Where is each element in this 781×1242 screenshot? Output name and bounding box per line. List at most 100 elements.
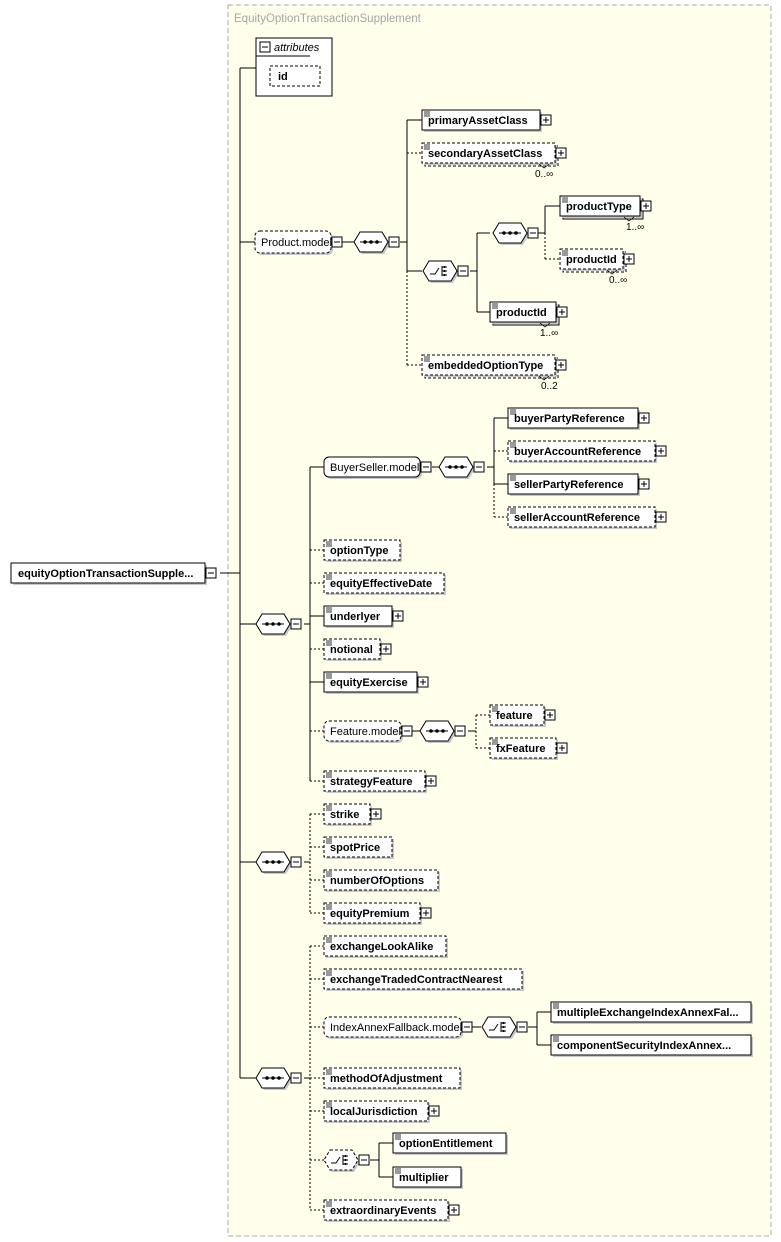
root-element-equity-option-transaction-supplement[interactable]: equityOptionTransactionSupple... — [10, 562, 207, 585]
element-buyer-account-reference-label: buyerAccountReference — [514, 446, 641, 458]
element-option-entitlement[interactable]: optionEntitlement — [392, 1132, 508, 1155]
element-fx-feature-expand-icon[interactable] — [556, 742, 568, 754]
group-product-model-collapse-icon[interactable] — [331, 236, 343, 248]
sequence-main-collapse-icon[interactable] — [290, 618, 302, 630]
element-extraordinary-events-expand-icon[interactable] — [448, 1204, 460, 1216]
sequence-feature-collapse-icon[interactable] — [454, 725, 466, 737]
element-fx-feature[interactable]: fxFeature — [489, 737, 558, 760]
element-primary-asset-class-expand-icon[interactable] — [540, 114, 552, 126]
choice-product-type-collapse-icon[interactable] — [457, 265, 469, 277]
sequence-product-collapse-icon[interactable] — [388, 236, 400, 248]
group-feature-model-label: Feature.model — [330, 726, 401, 738]
element-feature-expand-icon[interactable] — [544, 709, 556, 721]
sequence-product-type[interactable] — [492, 222, 529, 245]
sequence-pricing[interactable] — [255, 851, 292, 874]
element-multiple-exchange-index-annex-fallback[interactable]: multipleExchangeIndexAnnexFal... — [550, 1001, 753, 1024]
group-index-annex-fallback-model-collapse-icon[interactable] — [461, 1021, 473, 1033]
group-buyer-seller-model-collapse-icon[interactable] — [420, 461, 432, 473]
element-seller-account-reference[interactable]: sellerAccountReference — [507, 506, 657, 529]
element-equity-exercise[interactable]: equityExercise — [323, 671, 419, 694]
sequence-buyer-seller[interactable] — [438, 456, 475, 479]
root-element-label: equityOptionTransactionSupple... — [18, 568, 193, 580]
element-primary-asset-class[interactable]: primaryAssetClass — [421, 109, 542, 132]
attribute-id[interactable]: id — [269, 65, 321, 87]
element-spot-price[interactable]: spotPrice — [323, 836, 394, 859]
element-local-jurisdiction[interactable]: localJurisdiction — [323, 1100, 430, 1123]
element-seller-account-reference-label: sellerAccountReference — [514, 512, 640, 524]
element-product-id-optional[interactable]: productId 0..∞ — [559, 248, 627, 286]
element-exchange-traded-contract-nearest-label: exchangeTradedContractNearest — [330, 974, 503, 986]
element-option-type[interactable]: optionType — [323, 539, 402, 562]
element-buyer-account-reference-expand-icon[interactable] — [655, 445, 667, 457]
element-buyer-account-reference[interactable]: buyerAccountReference — [507, 440, 657, 463]
sequence-buyer-seller-collapse-icon[interactable] — [473, 461, 485, 473]
sequence-feature[interactable] — [419, 720, 456, 743]
element-product-id-optional-cardinality: 0..∞ — [609, 275, 627, 286]
group-index-annex-fallback-model-label: IndexAnnexFallback.model — [330, 1022, 462, 1034]
element-product-id-optional-expand-icon[interactable] — [623, 253, 635, 265]
choice-index-annex-fallback[interactable] — [481, 1016, 518, 1039]
element-embedded-option-type-expand-icon[interactable] — [555, 359, 567, 371]
element-seller-party-reference-label: sellerPartyReference — [514, 479, 623, 491]
sequence-product-type-collapse-icon[interactable] — [527, 227, 539, 239]
element-underlyer-expand-icon[interactable] — [392, 610, 404, 622]
element-seller-account-reference-expand-icon[interactable] — [655, 511, 667, 523]
group-index-annex-fallback-model[interactable]: IndexAnnexFallback.model — [323, 1016, 463, 1039]
sequence-main[interactable] — [255, 613, 292, 636]
sequence-product[interactable] — [353, 231, 390, 254]
element-buyer-party-reference-expand-icon[interactable] — [638, 412, 650, 424]
element-buyer-party-reference[interactable]: buyerPartyReference — [507, 407, 640, 430]
element-notional-expand-icon[interactable] — [380, 643, 392, 655]
element-seller-party-reference-expand-icon[interactable] — [638, 478, 650, 490]
group-product-model[interactable]: Product.model — [254, 230, 333, 255]
element-seller-party-reference[interactable]: sellerPartyReference — [507, 473, 640, 496]
element-exchange-traded-contract-nearest[interactable]: exchangeTradedContractNearest — [323, 968, 524, 991]
sequence-adjustment-collapse-icon[interactable] — [290, 1072, 302, 1084]
element-exchange-look-alike-label: exchangeLookAlike — [330, 941, 433, 953]
group-buyer-seller-model[interactable]: BuyerSeller.model — [323, 456, 422, 479]
element-product-id-required-expand-icon[interactable] — [556, 306, 568, 318]
element-underlyer[interactable]: underlyer — [323, 605, 394, 628]
element-notional[interactable]: notional — [323, 638, 382, 661]
choice-option-entitlement-collapse-icon[interactable] — [358, 1154, 370, 1166]
choice-index-annex-fallback-collapse-icon[interactable] — [516, 1021, 528, 1033]
element-equity-premium[interactable]: equityPremium — [323, 902, 422, 925]
element-equity-premium-expand-icon[interactable] — [420, 907, 432, 919]
sequence-pricing-collapse-icon[interactable] — [290, 856, 302, 868]
choice-product-type[interactable] — [422, 260, 459, 283]
element-strategy-feature[interactable]: strategyFeature — [323, 770, 427, 793]
element-product-id-optional-label: productId — [566, 254, 617, 266]
element-product-type-cardinality: 1..∞ — [626, 222, 644, 233]
group-feature-model-collapse-icon[interactable] — [401, 725, 413, 737]
attributes-collapse-icon[interactable] — [259, 41, 271, 53]
element-strategy-feature-expand-icon[interactable] — [425, 775, 437, 787]
element-feature[interactable]: feature — [489, 704, 546, 727]
element-method-of-adjustment[interactable]: methodOfAdjustment — [323, 1067, 462, 1090]
element-strike-expand-icon[interactable] — [370, 808, 382, 820]
choice-option-entitlement[interactable] — [323, 1149, 360, 1172]
group-feature-model[interactable]: Feature.model — [323, 720, 403, 743]
element-product-type-expand-icon[interactable] — [640, 200, 652, 212]
element-equity-effective-date[interactable]: equityEffectiveDate — [323, 572, 446, 595]
element-embedded-option-type-cardinality: 0..2 — [541, 381, 558, 392]
element-secondary-asset-class-cardinality: 0..∞ — [535, 169, 553, 180]
element-extraordinary-events[interactable]: extraordinaryEvents — [323, 1199, 450, 1222]
element-local-jurisdiction-expand-icon[interactable] — [428, 1105, 440, 1117]
element-strike[interactable]: strike — [323, 803, 372, 826]
element-number-of-options[interactable]: numberOfOptions — [323, 869, 440, 892]
attributes-header: attributes — [274, 42, 320, 54]
element-multiplier[interactable]: multiplier — [392, 1166, 463, 1189]
element-secondary-asset-class-expand-icon[interactable] — [555, 147, 567, 159]
element-exchange-look-alike[interactable]: exchangeLookAlike — [323, 935, 448, 958]
element-component-security-index-annex[interactable]: componentSecurityIndexAnnex... — [550, 1034, 753, 1057]
element-equity-exercise-expand-icon[interactable] — [417, 676, 429, 688]
root-collapse-icon[interactable] — [205, 567, 217, 579]
sequence-adjustment[interactable] — [255, 1067, 292, 1090]
element-product-id-required-label: productId — [496, 307, 547, 319]
element-strategy-feature-label: strategyFeature — [330, 776, 413, 788]
